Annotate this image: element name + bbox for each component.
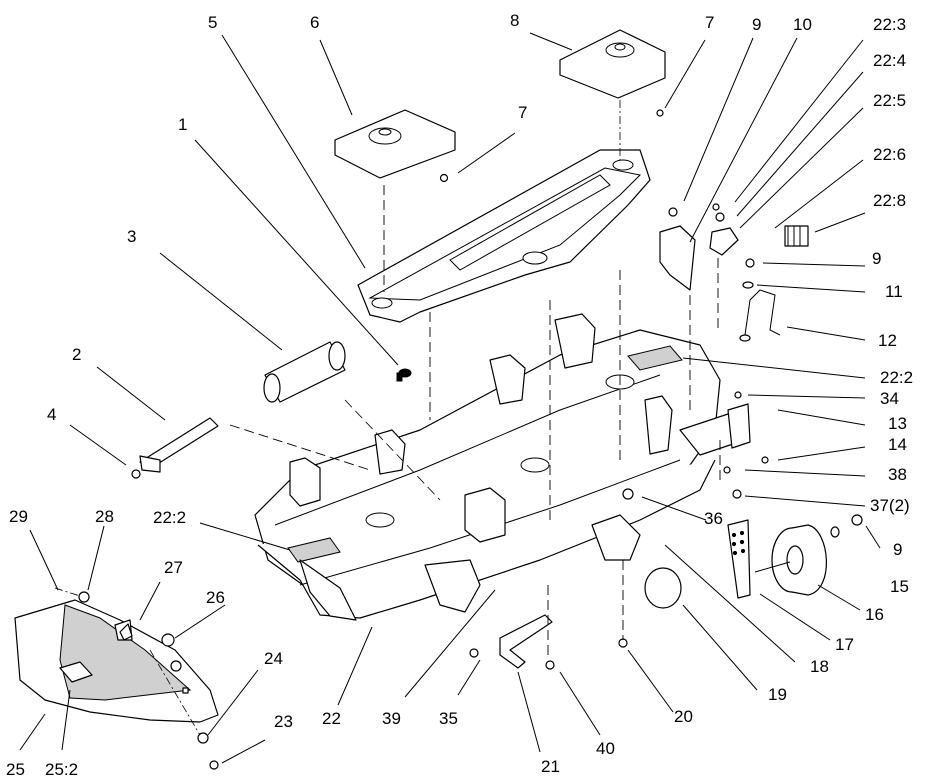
- callout-20: 20: [674, 707, 693, 726]
- callout-8: 8: [510, 11, 519, 30]
- roller-shaft: [131, 417, 219, 479]
- callout-labels: 1 2 3 4 5 6 7 7 8 9 9 9 10 11 12 13 14 1…: [6, 11, 913, 779]
- spindle-cover-left: [334, 109, 456, 179]
- callout-7a: 7: [518, 103, 527, 122]
- callout-24: 24: [264, 649, 283, 668]
- callout-27: 27: [164, 558, 183, 577]
- callout-26: 26: [206, 588, 225, 607]
- leader-lines: [19, 32, 881, 764]
- callout-4: 4: [47, 405, 56, 424]
- callout-11: 11: [885, 282, 903, 301]
- callout-22-8: 22:8: [873, 191, 906, 210]
- callout-9a: 9: [752, 15, 761, 34]
- discharge-chute: [14, 599, 219, 723]
- callout-22-5: 22:5: [873, 91, 906, 110]
- callout-9b: 9: [872, 249, 881, 268]
- assembly-lines: [54, 100, 721, 736]
- callout-3: 3: [127, 227, 136, 246]
- callout-15: 15: [890, 577, 909, 596]
- hardware: [78, 109, 863, 770]
- callout-36: 36: [704, 509, 723, 528]
- wash-port-fitting: [709, 225, 809, 256]
- callout-16: 16: [865, 605, 884, 624]
- callout-35: 35: [439, 709, 458, 728]
- callout-1: 1: [178, 115, 187, 134]
- callout-9c: 9: [893, 540, 902, 559]
- height-rod: [739, 289, 781, 342]
- callout-34: 34: [880, 389, 899, 408]
- belt-cover-plate: [357, 149, 651, 323]
- callout-28: 28: [95, 507, 114, 526]
- idler-bracket: [659, 225, 696, 291]
- callout-21: 21: [541, 757, 560, 776]
- callout-25: 25: [6, 760, 25, 779]
- callout-7b: 7: [705, 13, 714, 32]
- gauge-wheel: [754, 524, 827, 596]
- front-roller: [644, 567, 682, 609]
- callout-38: 38: [888, 465, 907, 484]
- callout-18: 18: [810, 657, 829, 676]
- callout-19: 19: [768, 685, 787, 704]
- callout-22-4: 22:4: [873, 51, 906, 70]
- carriage-bolt: [396, 368, 412, 382]
- callout-23: 23: [274, 712, 293, 731]
- callout-25-2: 25:2: [45, 760, 78, 779]
- callout-40: 40: [596, 739, 615, 758]
- callout-29: 29: [9, 507, 28, 526]
- callout-5: 5: [208, 13, 217, 32]
- spindle-cover-right: [559, 29, 666, 99]
- callout-6: 6: [310, 13, 319, 32]
- callout-12: 12: [878, 331, 897, 350]
- roller: [263, 341, 346, 403]
- callout-22-6: 22:6: [873, 145, 906, 164]
- callout-10: 10: [793, 15, 812, 34]
- callout-13: 13: [888, 414, 907, 433]
- lift-arm: [499, 614, 553, 669]
- callout-17: 17: [835, 635, 854, 654]
- callout-39: 39: [382, 709, 401, 728]
- callout-22-3: 22:3: [873, 15, 906, 34]
- callout-14: 14: [888, 435, 907, 454]
- callout-37-2: 37(2): [870, 496, 910, 515]
- callout-22-2b: 22:2: [880, 368, 913, 387]
- callout-22: 22: [322, 709, 341, 728]
- callout-22-2a: 22:2: [153, 508, 186, 527]
- deck-housing: [254, 313, 751, 621]
- height-adjust-plate: [727, 519, 751, 599]
- callout-2: 2: [72, 345, 81, 364]
